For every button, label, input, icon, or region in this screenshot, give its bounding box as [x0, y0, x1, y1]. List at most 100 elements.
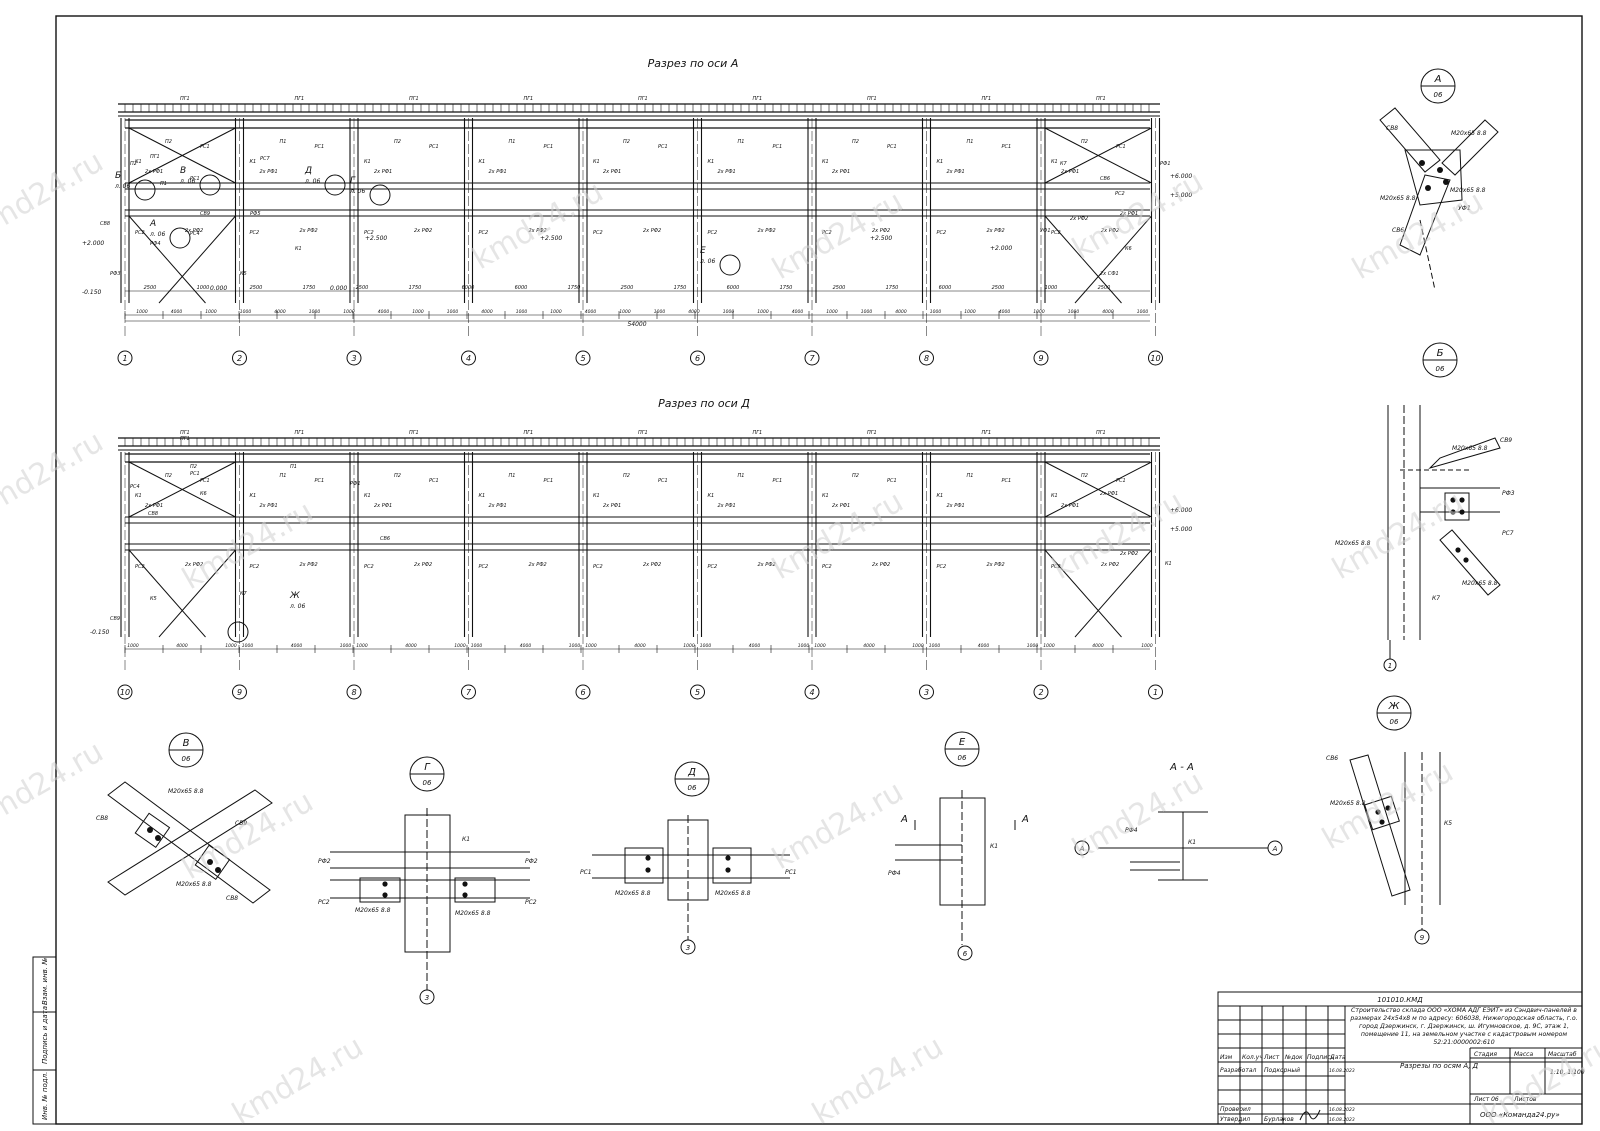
- column-label: К1: [479, 159, 486, 165]
- brace-label: РС1: [658, 478, 668, 484]
- part-label-18: 2х РФ1: [1120, 211, 1138, 217]
- bay-dim-3: 1000: [240, 309, 252, 315]
- beam-label: ПГ1: [409, 96, 419, 102]
- tb-hdr-0: Изм: [1220, 1054, 1233, 1061]
- bay-dim-17: 1000: [723, 309, 735, 315]
- bay-dim-d: 1000: [683, 643, 695, 649]
- purlin-label: П1: [738, 139, 745, 145]
- detail-zh-sheet: 06: [1390, 718, 1399, 726]
- part-label-4: СВ8: [100, 221, 110, 227]
- detail-e-cut: А: [900, 814, 908, 825]
- bay-dim-d: 4000: [291, 643, 303, 649]
- tb-hdr-2: Лист: [1263, 1054, 1280, 1061]
- watermark-text-13: kmd24.ru: [1067, 764, 1210, 867]
- axis-label-9: 10: [1150, 354, 1160, 363]
- level-0: +2.000: [82, 240, 104, 247]
- tb-name-0: Подкорный: [1264, 1067, 1300, 1074]
- sub-dim-11: 6000: [727, 285, 740, 291]
- callout-d-sheet: л. 06: [289, 603, 305, 610]
- part-label-d-10: К5: [150, 596, 157, 602]
- part-label-7: РС7: [260, 156, 271, 162]
- detail-v-letter: В: [183, 738, 190, 749]
- brace-label: РС1: [773, 144, 783, 150]
- detail-d-part-0b: РС1: [785, 869, 797, 876]
- strut-label: 2х РФ2: [529, 562, 547, 568]
- strut-label: РС2: [364, 230, 374, 236]
- watermark-text-9: kmd24.ru: [1327, 484, 1470, 587]
- beam-label: ПГ1: [982, 430, 992, 436]
- tb-role-1: Проверил: [1220, 1106, 1251, 1113]
- bay-dim-d: 1000: [471, 643, 483, 649]
- title-block: [1217, 991, 1583, 1125]
- detail-d-axis: 3: [686, 944, 690, 952]
- callout-sheet-0: л. 06: [149, 231, 165, 238]
- bay-dim-d: 4000: [176, 643, 188, 649]
- tb-sheet-title: Разрезы по осям А, Д: [1400, 1062, 1479, 1070]
- watermark-text-7: kmd24.ru: [767, 484, 910, 587]
- part-label-d-1: П2: [190, 464, 197, 470]
- purlin-label: П1: [280, 473, 287, 479]
- sub-dim-14: 1750: [886, 285, 899, 291]
- detail-d-letter: Д: [687, 767, 696, 778]
- brace-label: РС1: [887, 478, 897, 484]
- beam-label: ПГ1: [1096, 430, 1106, 436]
- tb-sheets: Листов: [1513, 1096, 1537, 1103]
- callout-letter-5: Е: [700, 246, 706, 256]
- part-label-d-14: 2х РФ2: [1120, 551, 1138, 557]
- detail-a-part-1: СВ6: [1392, 227, 1404, 234]
- bay-dim-d: 1000: [814, 643, 826, 649]
- watermark-text-16: kmd24.ru: [807, 1029, 950, 1131]
- bay-dim-2: 1000: [205, 309, 217, 315]
- detail-b-bolt-3: М20х65 8.8: [1462, 580, 1498, 587]
- detail-e-part-1: РФ4: [888, 870, 901, 877]
- stamp-inventory: Инв. № подл.: [41, 1072, 49, 1120]
- detail-e-axis: 6: [963, 950, 968, 958]
- axis-label-1: 9: [237, 688, 242, 697]
- purlin-label: П2: [394, 473, 401, 479]
- tb-hdr-1: Кол.уч: [1242, 1054, 1263, 1061]
- column-label: К1: [822, 159, 829, 165]
- bay-dim-6: 1000: [343, 309, 355, 315]
- sub-dim-16: 2500: [992, 285, 1005, 291]
- bay-dim-d: 1000: [929, 643, 941, 649]
- strut-label: 2х РФ2: [414, 228, 432, 234]
- axis-label-7: 8: [924, 354, 929, 363]
- callout-letter-0: А: [149, 219, 156, 229]
- level-5: +2.500: [540, 235, 562, 242]
- brace-label: РС1: [658, 144, 668, 150]
- axis-label-5: 6: [695, 354, 700, 363]
- beam-label: ПГ1: [180, 96, 190, 102]
- detail-a-bolt-2: М20х65 8.8: [1380, 195, 1416, 202]
- callout-sheet-1: л. 06: [114, 183, 130, 190]
- detail-v-part-0b: СВ8: [226, 895, 238, 902]
- brace-label: РС1: [773, 478, 783, 484]
- bay-dim-0: 1000: [136, 309, 148, 315]
- detail-g-part-1b: РФ2: [525, 858, 538, 865]
- strut-label: 2х РФ1: [832, 503, 850, 509]
- bay-dim-24: 1000: [964, 309, 976, 315]
- detail-g-bolt: М20х65 8.8: [355, 907, 391, 914]
- strut-label: 2х РФ2: [643, 228, 661, 234]
- detail-g-part-1: РФ2: [318, 858, 331, 865]
- strut-label: 2х РФ1: [1061, 169, 1079, 175]
- level-9: +5.000: [1170, 192, 1192, 199]
- tb-role-2: Утвердил: [1220, 1116, 1250, 1123]
- tb-stage-0: Стадия: [1474, 1051, 1497, 1058]
- bay-dim-d: 1000: [1043, 643, 1055, 649]
- section-a-title: Разрез по оси А: [648, 57, 739, 70]
- tb-stage-1: Масса: [1514, 1051, 1533, 1058]
- purlin-label: П1: [738, 473, 745, 479]
- bay-dim-d: 1000: [127, 643, 139, 649]
- level-2: 0.000: [210, 285, 227, 292]
- part-label-14: К6: [1125, 246, 1132, 252]
- strut-label: РС2: [135, 230, 145, 236]
- purlin-label: П1: [967, 139, 974, 145]
- column-label: К1: [593, 493, 600, 499]
- detail-zh-bolt: М20х65 8.8: [1330, 800, 1366, 807]
- strut-label: 2х РФ2: [185, 228, 203, 234]
- detail-g-part-2b: РС2: [525, 899, 537, 906]
- detail-zh-axis: 9: [1420, 934, 1425, 942]
- section-aa: А - А А А РФ4 К1: [1074, 762, 1283, 881]
